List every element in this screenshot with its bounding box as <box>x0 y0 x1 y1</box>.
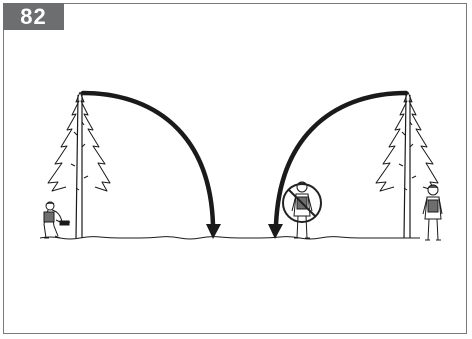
left-tree <box>48 92 110 238</box>
standing-worker <box>423 185 442 240</box>
kneeling-worker <box>44 202 70 238</box>
left-fall-arc <box>83 93 221 239</box>
ground-line <box>40 237 420 239</box>
